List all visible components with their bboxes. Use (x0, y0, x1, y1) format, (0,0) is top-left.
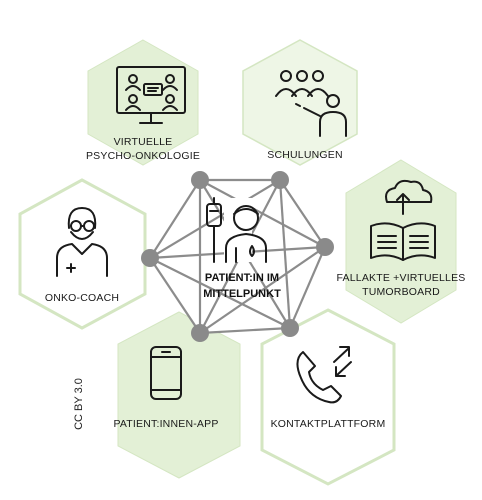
hex-kontakt-label: KONTAKTPLATTFORM (271, 418, 386, 430)
hex-onko-coach-label: ONKO-COACH (45, 292, 119, 304)
node (191, 171, 209, 189)
license-credit: CC BY 3.0 (73, 378, 85, 430)
hex-schulungen-label: SCHULUNGEN (267, 149, 343, 161)
hex-fallakte-label-1: FALLAKTE +VIRTUELLES (337, 272, 466, 284)
hex-psycho-label-2: PSYCHO-ONKOLOGIE (86, 150, 200, 162)
hex-kontakt (260, 308, 396, 486)
node (316, 238, 334, 256)
hex-app (117, 311, 241, 479)
patient-infusion-icon (206, 197, 267, 263)
hex-app-label: PATIENT:INNEN-APP (113, 418, 218, 430)
hex-schulungen (242, 39, 358, 166)
doctor-icon (56, 207, 108, 277)
hex-fallakte (345, 159, 457, 324)
smartphone-icon (150, 346, 182, 400)
phone-call-icon (296, 346, 352, 404)
hex-psycho (87, 39, 199, 166)
hex-fallakte-label-2: TUMORBOARD (362, 286, 440, 298)
center-label-line2: MITTELPUNKT (203, 288, 281, 300)
node (191, 324, 209, 342)
center-label-line1: PATIENT:IN IM (205, 272, 279, 284)
node (281, 319, 299, 337)
node (141, 249, 159, 267)
training-audience-icon (275, 70, 347, 137)
video-conference-icon (116, 66, 186, 124)
network-nodes (141, 171, 334, 342)
node (271, 171, 289, 189)
cloud-book-icon (370, 179, 436, 261)
hex-psycho-label-1: VIRTUELLE (114, 136, 173, 148)
